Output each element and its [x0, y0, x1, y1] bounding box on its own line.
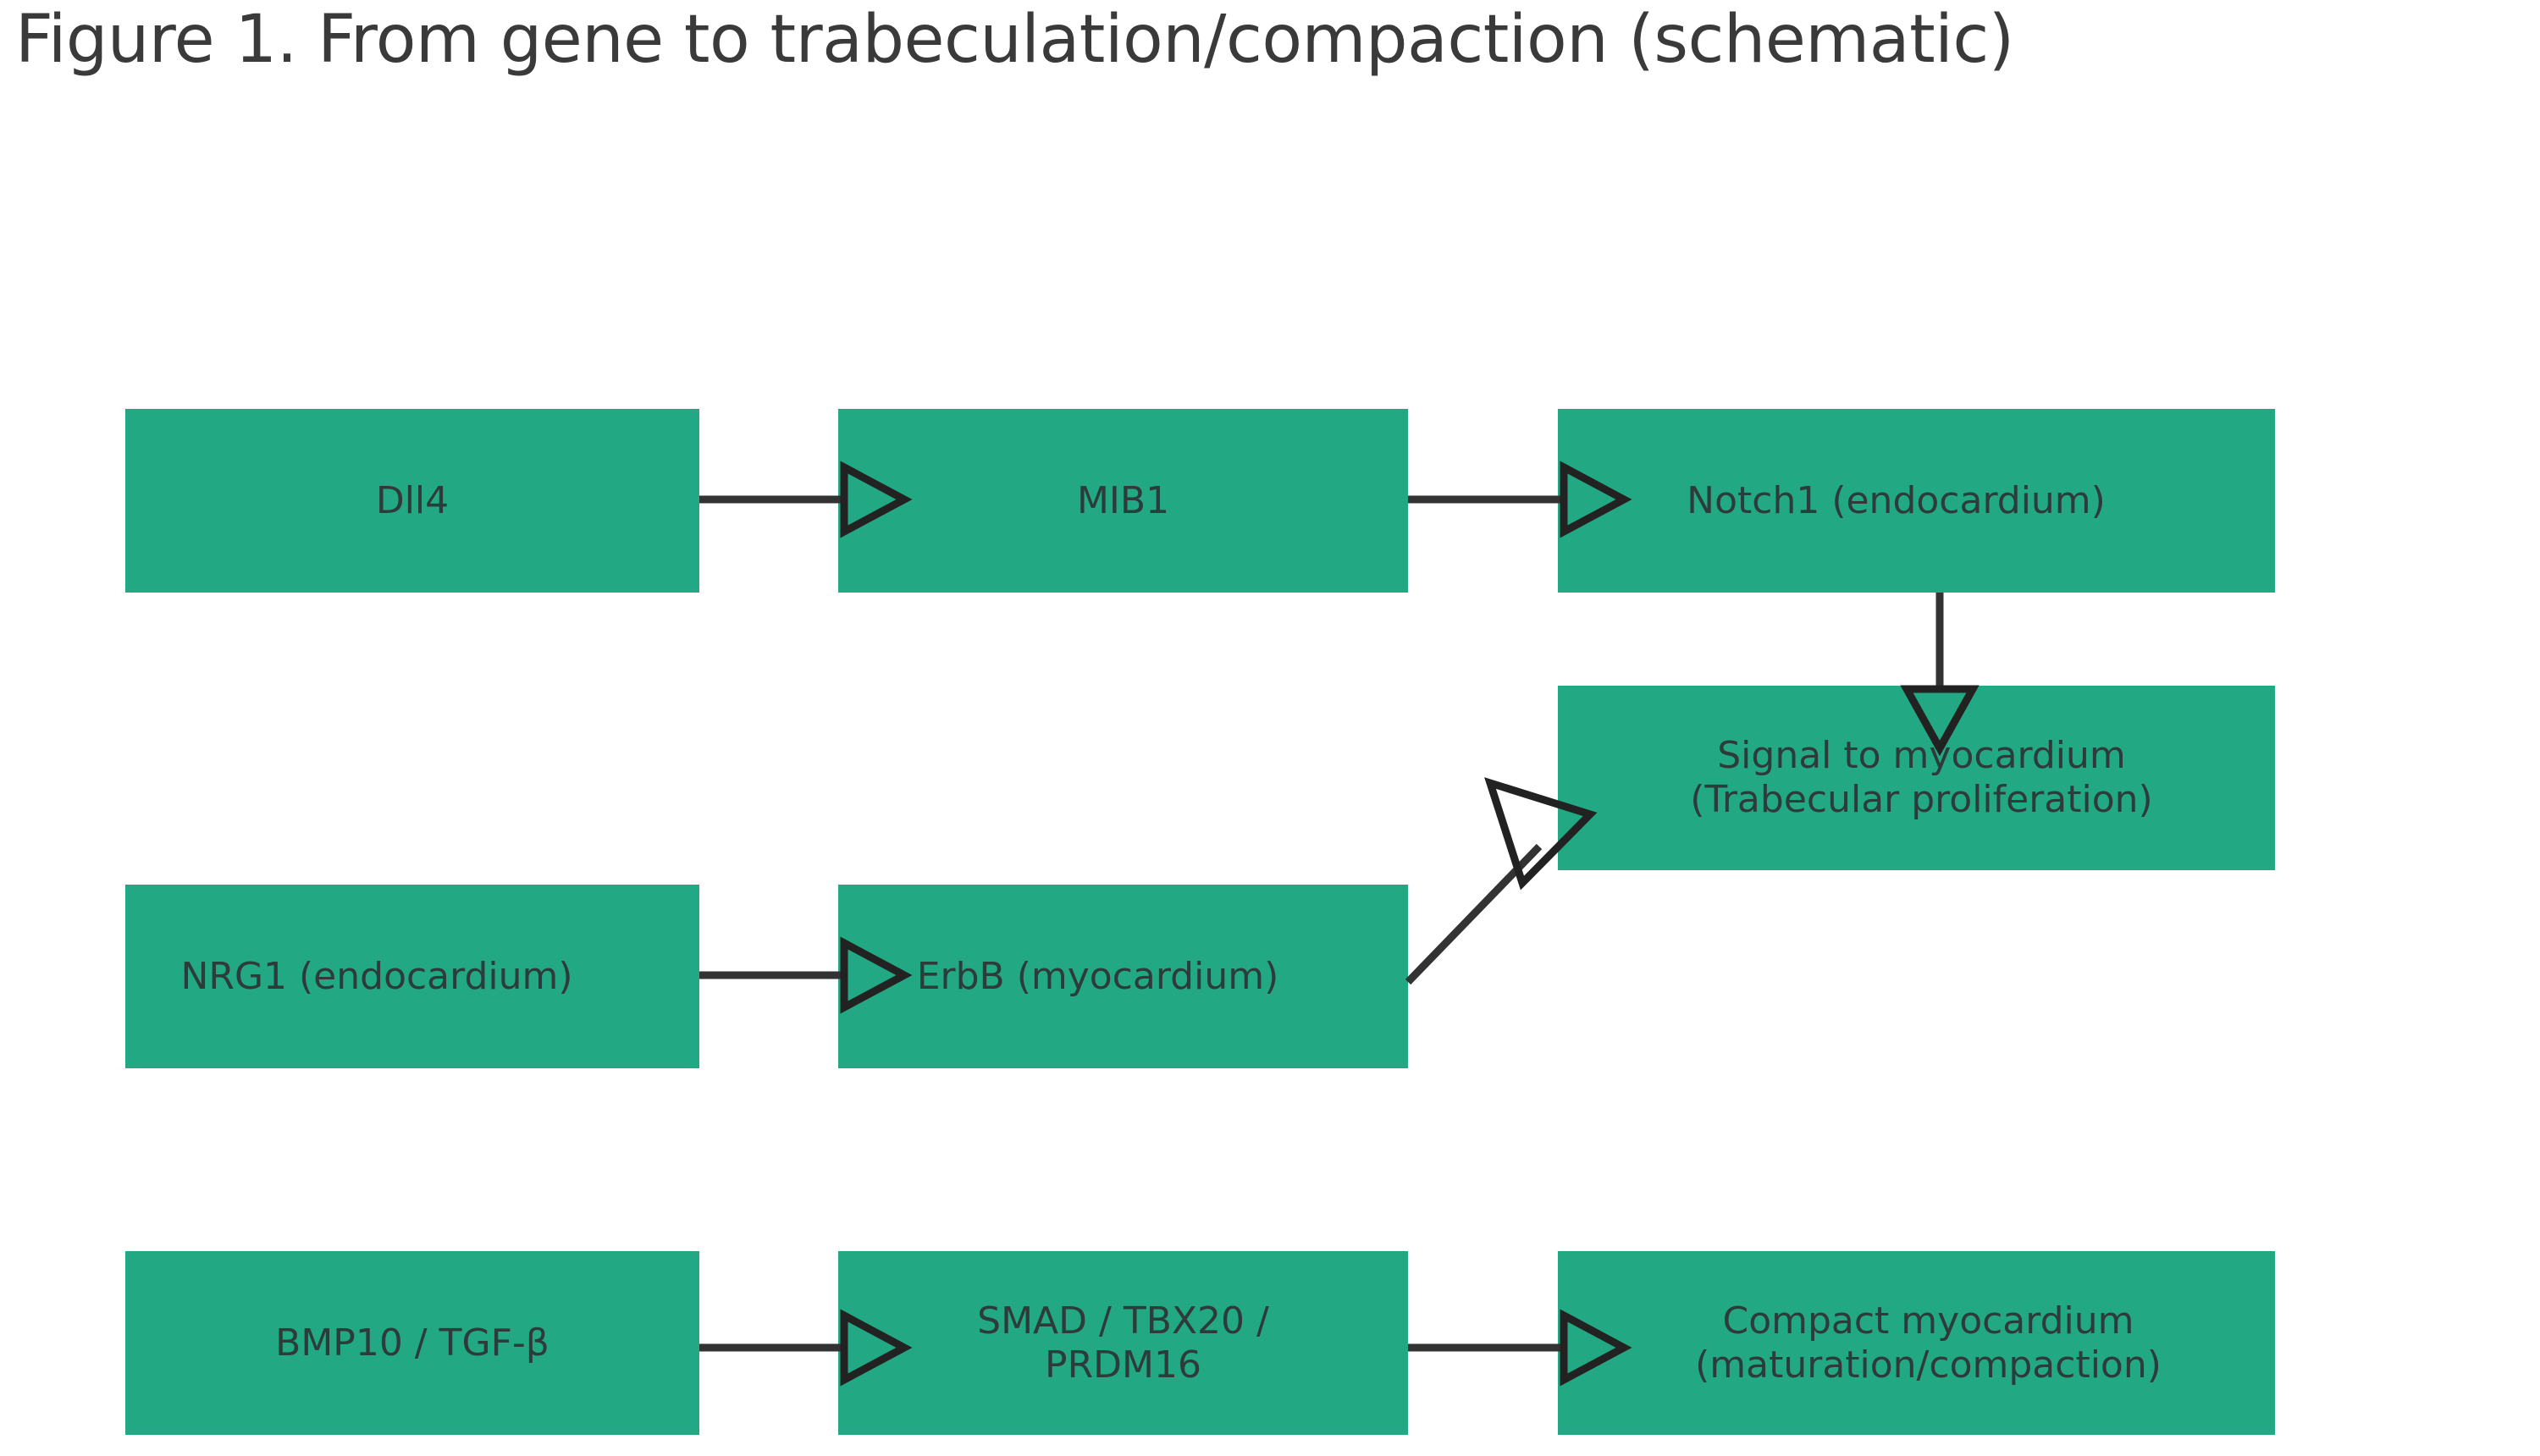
- node-signal-label: Signal to myocardium (Trabecular prolife…: [1690, 734, 2153, 821]
- node-bmp10-label: BMP10 / TGF-β: [275, 1321, 549, 1365]
- node-rect-notch1: [1558, 409, 2275, 593]
- node-erbb[interactable]: ErbB (myocardium): [838, 885, 1408, 1068]
- node-rect-mib1: [838, 409, 1408, 593]
- node-rect-nrg1: [125, 885, 699, 1068]
- edge-erbb-signal: [1405, 777, 1598, 985]
- node-mib1[interactable]: MIB1: [838, 409, 1408, 593]
- node-rect-smad: [838, 1251, 1408, 1435]
- node-bmp10-tgfbeta[interactable]: BMP10 / TGF-β: [125, 1251, 699, 1435]
- node-signal-to-myocardium[interactable]: Signal to myocardium (Trabecular prolife…: [1558, 686, 2275, 870]
- edge-smad-compact: [1408, 1309, 1632, 1387]
- edge-nrg1-erbb: [699, 936, 913, 1014]
- node-dll4[interactable]: Dll4: [125, 409, 699, 593]
- node-rect-dll4: [125, 409, 699, 593]
- edge-bmp10-smad: [699, 1309, 913, 1387]
- node-rect-compact: [1558, 1251, 2275, 1435]
- edge-dll4-mib1: [699, 461, 913, 538]
- node-dll4-label: Dll4: [375, 478, 450, 522]
- node-nrg1[interactable]: NRG1 (endocardium): [125, 885, 699, 1068]
- node-smad-label: SMAD / TBX20 / PRDM16: [977, 1299, 1269, 1387]
- page-title: Figure 1. From gene to trabeculation/com…: [15, 2, 2014, 78]
- node-compact-myocardium[interactable]: Compact myocardium (maturation/compactio…: [1558, 1251, 2275, 1435]
- node-notch1-label: Notch1 (endocardium): [1687, 478, 2106, 522]
- node-notch1[interactable]: Notch1 (endocardium): [1558, 409, 2275, 593]
- node-rect-bmp10: [125, 1251, 699, 1435]
- edge-mib1-notch1: [1408, 461, 1632, 538]
- edge-notch1-signal: [1900, 593, 1980, 757]
- node-rect-signal: [1558, 686, 2275, 870]
- node-nrg1-label: NRG1 (endocardium): [180, 954, 573, 998]
- node-smad-tbx20-prdm16[interactable]: SMAD / TBX20 / PRDM16: [838, 1251, 1408, 1435]
- node-compact-label: Compact myocardium (maturation/compactio…: [1695, 1299, 2162, 1387]
- node-rect-erbb: [838, 885, 1408, 1068]
- node-mib1-label: MIB1: [1076, 478, 1170, 522]
- node-erbb-label: ErbB (myocardium): [916, 954, 1279, 998]
